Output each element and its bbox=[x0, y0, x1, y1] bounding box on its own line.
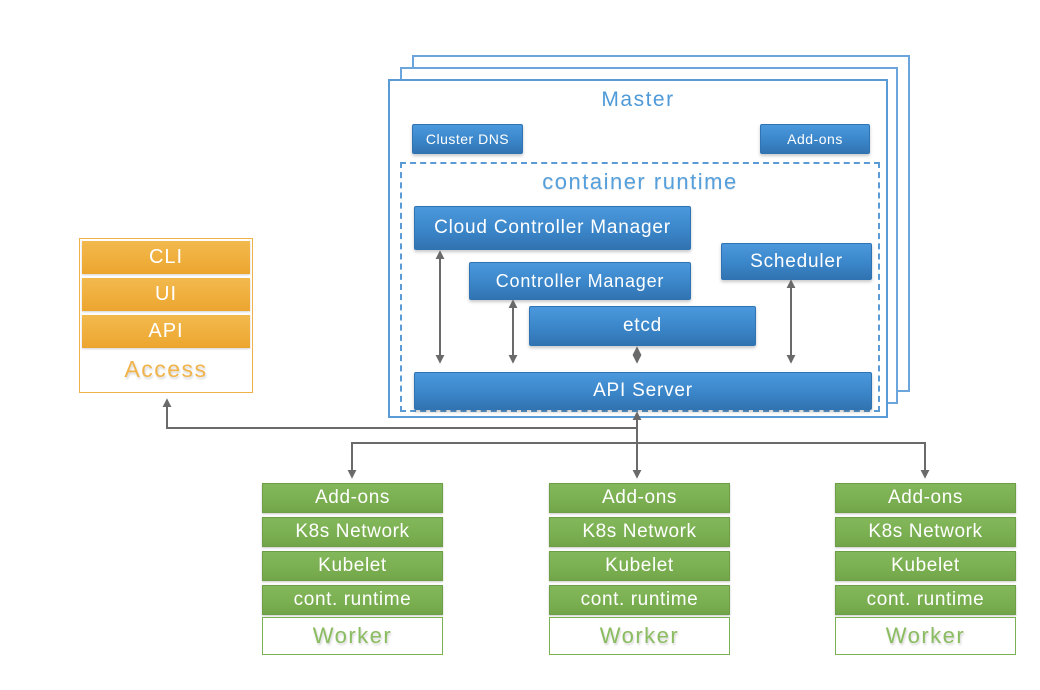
api-box: API bbox=[82, 315, 250, 348]
master-title: Master bbox=[601, 88, 675, 111]
worker2-kubelet: Kubelet bbox=[549, 551, 730, 581]
worker1-label: Worker bbox=[262, 617, 443, 655]
connector-api-server-workers bbox=[347, 442, 930, 479]
worker1-kubelet: Kubelet bbox=[262, 551, 443, 581]
worker3-addons: Add-ons bbox=[835, 483, 1016, 513]
cloud-controller-manager-box: Cloud Controller Manager bbox=[414, 206, 691, 250]
worker-node-2: Add-ons K8s Network Kubelet cont. runtim… bbox=[549, 483, 730, 655]
etcd-box: etcd bbox=[529, 306, 756, 346]
worker2-label: Worker bbox=[549, 617, 730, 655]
worker3-kubelet: Kubelet bbox=[835, 551, 1016, 581]
cluster-dns-box: Cluster DNS bbox=[412, 124, 523, 154]
controller-manager-box: Controller Manager bbox=[469, 262, 691, 300]
worker2-cont-runtime: cont. runtime bbox=[549, 585, 730, 615]
access-stack: CLI UI API Access bbox=[79, 238, 253, 393]
worker-node-3: Add-ons K8s Network Kubelet cont. runtim… bbox=[835, 483, 1016, 655]
master-node-box: Master Cluster DNS Add-ons container run… bbox=[388, 79, 888, 418]
ui-box: UI bbox=[82, 278, 250, 311]
worker2-addons: Add-ons bbox=[549, 483, 730, 513]
worker1-k8s-network: K8s Network bbox=[262, 517, 443, 547]
scheduler-box: Scheduler bbox=[721, 243, 872, 280]
worker-node-1: Add-ons K8s Network Kubelet cont. runtim… bbox=[262, 483, 443, 655]
worker1-addons: Add-ons bbox=[262, 483, 443, 513]
container-runtime-box: container runtime Cloud Controller Manag… bbox=[400, 162, 880, 412]
worker3-k8s-network: K8s Network bbox=[835, 517, 1016, 547]
worker2-k8s-network: K8s Network bbox=[549, 517, 730, 547]
addons-master-box: Add-ons bbox=[760, 124, 870, 154]
worker3-cont-runtime: cont. runtime bbox=[835, 585, 1016, 615]
worker1-cont-runtime: cont. runtime bbox=[262, 585, 443, 615]
api-server-box: API Server bbox=[414, 372, 872, 410]
worker3-label: Worker bbox=[835, 617, 1016, 655]
access-label: Access bbox=[124, 355, 208, 382]
container-runtime-title: container runtime bbox=[542, 169, 738, 194]
cli-box: CLI bbox=[82, 241, 250, 274]
